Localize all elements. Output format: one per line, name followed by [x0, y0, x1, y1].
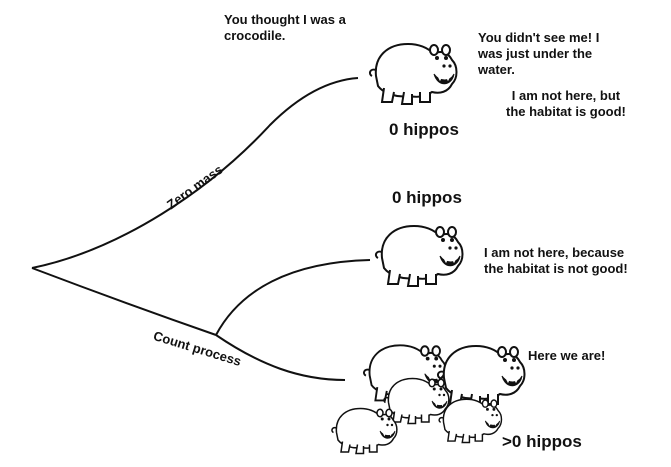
- outcome-zero-top: 0 hippos: [389, 120, 459, 139]
- hippo-icon: [368, 43, 458, 105]
- habitat-good-annotation: I am not here, but the habitat is good!: [506, 88, 626, 119]
- hippo-icon: [374, 225, 464, 287]
- under-water-annotation: You didn't see me! I was just under the …: [478, 30, 600, 77]
- habitat-bad-annotation: I am not here, because the habitat is no…: [484, 245, 628, 276]
- crocodile-annotation: You thought I was a crocodile.: [224, 12, 346, 43]
- hippo-icon: [331, 407, 398, 455]
- count-to-middle-branch: [215, 259, 371, 336]
- outcome-positive: >0 hippos: [502, 432, 582, 451]
- root-to-count-branch: [31, 267, 217, 336]
- outcome-zero-middle: 0 hippos: [392, 188, 462, 207]
- hippo-icon: [436, 345, 526, 407]
- root-to-top-branch: [31, 77, 359, 269]
- hippo-icon: [383, 377, 450, 425]
- hippo-icon: [438, 398, 503, 444]
- here-we-are-annotation: Here we are!: [528, 348, 606, 363]
- count-to-bottom-branch: [215, 334, 346, 381]
